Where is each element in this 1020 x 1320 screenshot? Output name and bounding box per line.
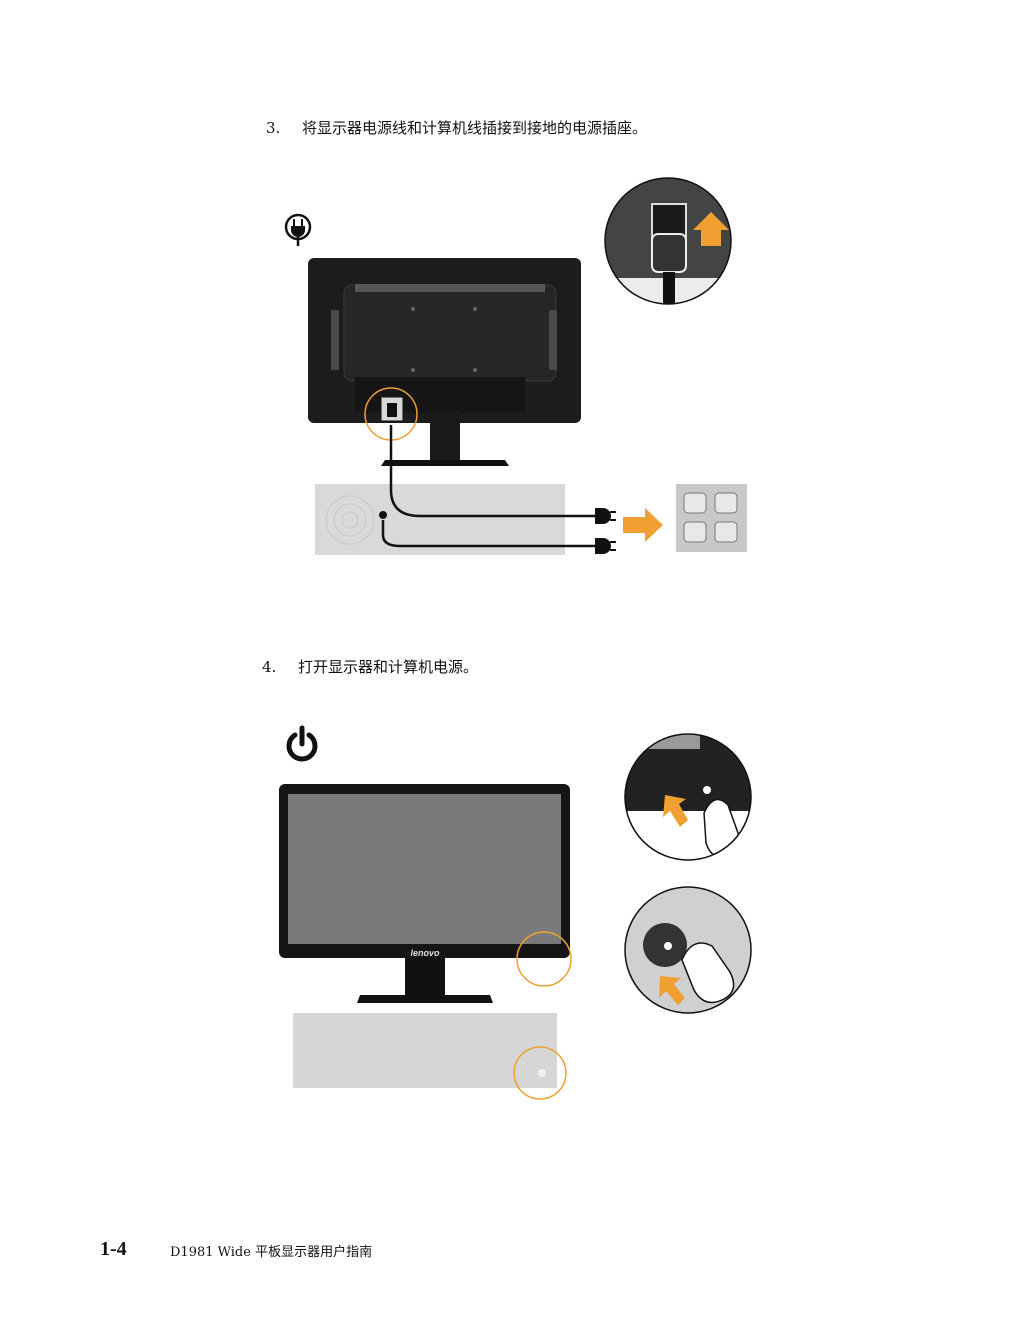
- connector-zoom: [604, 177, 732, 305]
- step-3: 3. 将显示器电源线和计算机线插接到接地的电源插座。: [266, 117, 647, 138]
- power-connection-figure: [284, 177, 747, 555]
- page-number: 1-4: [100, 1238, 127, 1260]
- press-arrow-1: [663, 795, 688, 827]
- computer-power-cable: [381, 520, 595, 548]
- step-4: 4. 打开显示器和计算机电源。: [262, 656, 478, 677]
- step-4-number: 4.: [262, 658, 277, 676]
- power-plug-icon: [284, 213, 312, 246]
- step-3-number: 3.: [266, 119, 281, 137]
- power-button-icon: [286, 725, 318, 762]
- computer-front: [293, 1013, 557, 1088]
- plug-head-1: [595, 508, 616, 524]
- arrow-right-icon: [623, 508, 663, 542]
- brand-logo: lenovo: [410, 948, 440, 958]
- monitor-button-highlight: [516, 931, 572, 987]
- monitor-button-zoom: [624, 733, 752, 861]
- computer-button-zoom: [624, 886, 752, 1014]
- step-4-text: 打开显示器和计算机电源。: [298, 658, 479, 676]
- arrow-up-icon: [693, 212, 729, 246]
- monitor-front: lenovo: [279, 784, 570, 1003]
- power-on-figure: lenovo: [279, 725, 752, 1100]
- press-arrow-2: [659, 976, 685, 1005]
- page-footer: 1-4 D1981 Wide 平板显示器用户指南: [100, 1238, 372, 1261]
- computer-button-highlight: [513, 1046, 567, 1100]
- step-3-text: 将显示器电源线和计算机线插接到接地的电源插座。: [302, 119, 648, 137]
- plug-head-2: [595, 538, 616, 554]
- monitor-back: [308, 258, 581, 466]
- outlet-icon: [676, 484, 747, 552]
- document-title: D1981 Wide 平板显示器用户指南: [170, 1245, 373, 1260]
- monitor-power-cable: [389, 425, 595, 518]
